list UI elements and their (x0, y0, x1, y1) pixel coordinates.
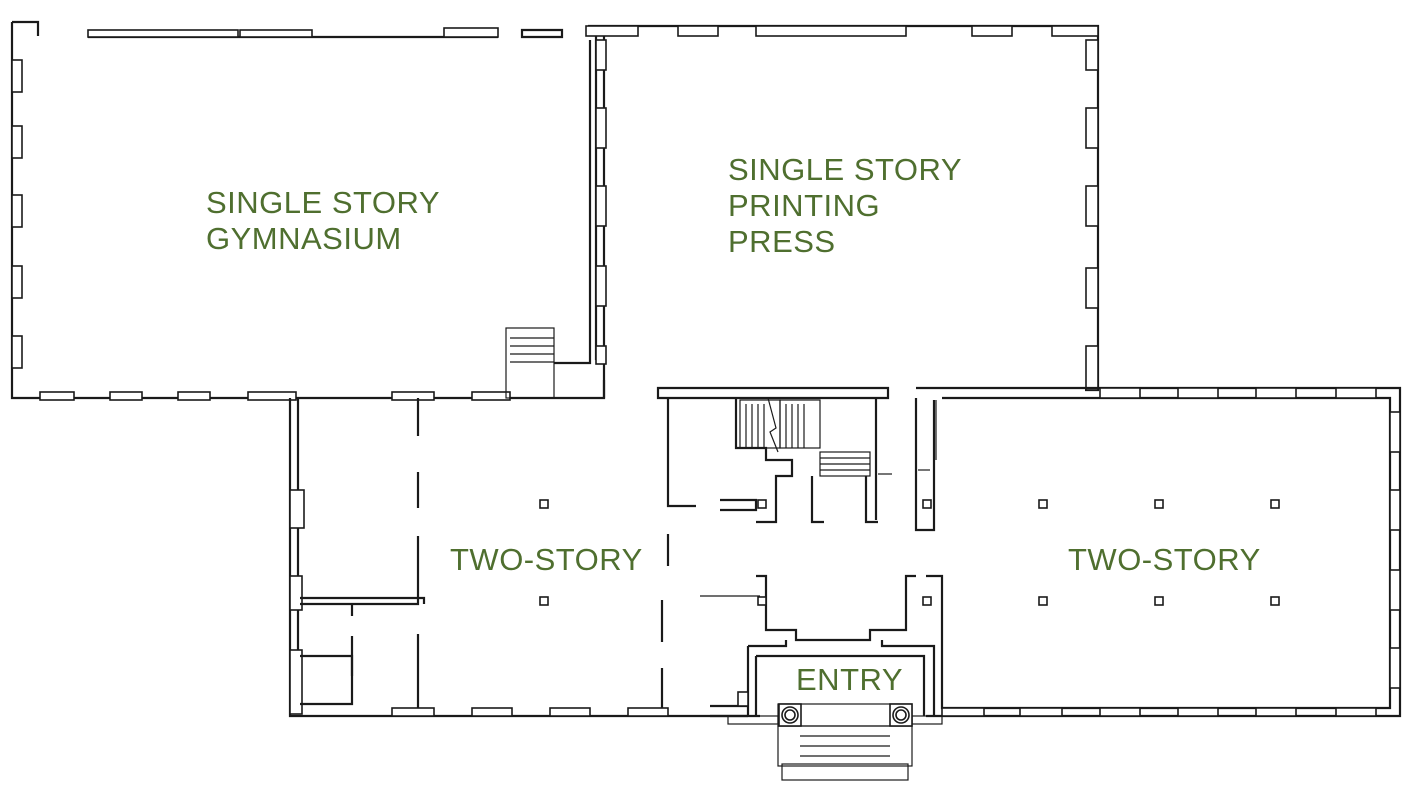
entry-columns (778, 703, 913, 727)
gym-stairs (505, 327, 555, 399)
central-stair-core (656, 386, 892, 524)
gymnasium-label-line2: GYMNASIUM (206, 221, 402, 256)
entry-label: ENTRY (796, 662, 904, 697)
two-story-right-walls (914, 386, 1402, 718)
printing-press-label-line1: SINGLE STORY (728, 152, 962, 187)
two-story-left-label: TWO-STORY (450, 542, 643, 577)
printing-press-label-line2: PRINTING (728, 188, 881, 223)
two-story-right-label: TWO-STORY (1068, 542, 1261, 577)
gymnasium-label-line1: SINGLE STORY (206, 185, 440, 220)
printing-press-walls (585, 24, 1100, 398)
two-story-left-walls (288, 398, 760, 718)
entry-walls (710, 574, 943, 781)
interior-columns (539, 499, 1280, 606)
gymnasium-label: SINGLE STORY GYMNASIUM (206, 185, 440, 257)
printing-press-label-line3: PRESS (728, 224, 836, 259)
gymnasium-walls (10, 20, 612, 401)
printing-press-label: SINGLE STORY PRINTING PRESS (728, 152, 962, 260)
